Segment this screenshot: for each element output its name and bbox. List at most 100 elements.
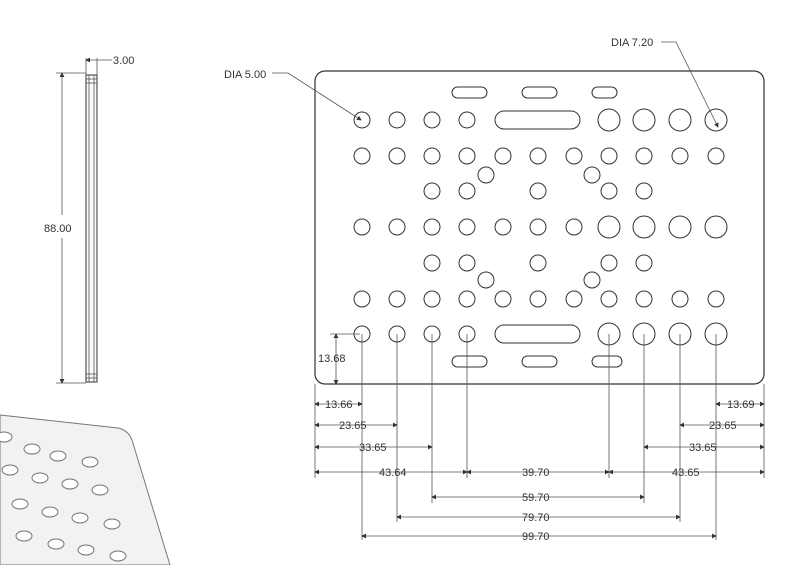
small-hole [477,166,495,184]
small-hole [494,218,512,236]
small-hole [423,218,441,236]
small-hole [565,290,583,308]
isometric-hole [71,512,89,524]
isometric-holes [0,431,127,562]
small-hole [423,254,441,272]
isometric-hole [49,450,67,462]
side-view: 3.00 88.00 [44,55,134,384]
large-hole [668,215,692,239]
slot-bottom-left [451,355,488,368]
large-hole [597,215,621,239]
slot-top-middle [521,86,558,99]
small-hole [477,271,495,289]
small-hole [635,182,653,200]
isometric-hole [91,484,109,496]
isometric-hole [81,456,99,468]
small-hole [529,218,547,236]
large-hole [704,108,728,132]
small-hole [635,290,653,308]
large-hole [704,215,728,239]
callout-small-hole-label: DIA 5.00 [224,69,266,81]
isometric-plate-fragment [0,414,171,565]
horizontal-dimensions: 13.66 13.69 23.65 23.65 33.65 33.65 43.6… [314,399,765,543]
callout-large-hole-label: DIA 7.20 [611,37,653,49]
small-hole [494,290,512,308]
isometric-hole [11,498,29,510]
small-hole [423,290,441,308]
height-label: 88.00 [44,223,72,235]
slot-bottom-right [591,355,623,368]
small-hole [671,290,689,308]
isometric-hole [31,472,49,484]
right-edge-label: 13.69 [727,399,755,411]
plate-holes [353,108,728,346]
slots [451,86,623,368]
thickness-label: 3.00 [113,55,134,67]
small-hole [388,218,406,236]
left-23-label: 23.65 [339,420,367,432]
small-hole [388,290,406,308]
small-hole [600,147,618,165]
callout-small-hole: DIA 5.00 [224,69,362,121]
small-hole [353,147,371,165]
left-edge-label: 13.66 [325,399,353,411]
small-hole [565,218,583,236]
small-hole [423,147,441,165]
span-79-label: 79.70 [522,512,550,524]
isometric-hole [23,443,41,455]
callout-large-hole: DIA 7.20 [611,37,719,128]
slot-upper-long [494,110,581,130]
small-hole [529,254,547,272]
large-hole [632,215,656,239]
span-59-label: 59.70 [522,492,550,504]
small-hole [388,111,406,129]
small-hole [583,166,601,184]
isometric-hole [103,518,121,530]
slot-bottom-middle [521,355,558,368]
plate-top-view: DIA 5.00 DIA 7.20 13.68 [224,37,765,543]
small-hole [458,290,476,308]
small-hole [600,290,618,308]
small-hole [458,147,476,165]
large-hole [668,108,692,132]
small-hole [423,182,441,200]
small-hole [353,218,371,236]
side-plate [85,74,98,383]
small-hole [671,147,689,165]
right-43-label: 43.65 [672,467,700,479]
isometric-hole [61,478,79,490]
right-23-label: 23.65 [709,420,737,432]
isometric-hole [0,431,13,443]
right-33-label: 33.65 [689,442,717,454]
edge-vertical-label: 13.68 [318,353,346,365]
slot-top-right [591,86,618,99]
left-43-label: 43.64 [379,467,407,479]
small-hole [600,254,618,272]
small-hole [423,111,441,129]
small-hole [529,147,547,165]
edge-vertical-dimension: 13.68 [318,333,360,385]
small-hole [635,254,653,272]
isometric-hole [77,544,95,556]
left-33-label: 33.65 [359,442,387,454]
isometric-hole [47,538,65,550]
small-hole [707,290,725,308]
small-hole [353,111,371,129]
small-hole [529,182,547,200]
small-hole [353,290,371,308]
large-hole [597,108,621,132]
isometric-hole [15,530,33,542]
isometric-hole [1,464,19,476]
small-hole [458,218,476,236]
small-hole [707,147,725,165]
small-hole [458,254,476,272]
small-hole [458,111,476,129]
small-hole [494,147,512,165]
small-hole [635,147,653,165]
small-hole [458,182,476,200]
small-hole [583,271,601,289]
isometric-hole [109,550,127,562]
isometric-hole [41,506,59,518]
small-hole [388,147,406,165]
